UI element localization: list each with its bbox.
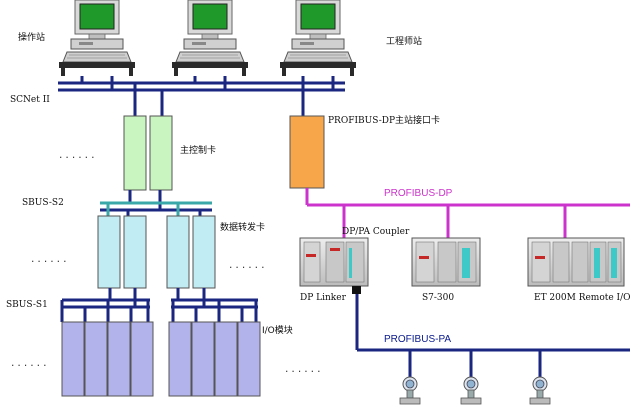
profibus-pa-label: PROFIBUS-PA bbox=[384, 334, 451, 345]
s7-300-device bbox=[411, 237, 481, 287]
profibus-dp-label: PROFIBUS-DP bbox=[384, 188, 453, 199]
dp-pa-coupler-label: DP/PA Coupler bbox=[342, 227, 410, 237]
field-transmitter-2 bbox=[460, 376, 482, 405]
engineer-station bbox=[279, 0, 357, 77]
ellipsis-1: ...... bbox=[58, 151, 97, 161]
profibus-dp-bus bbox=[305, 188, 630, 238]
sbus-s2-bus bbox=[100, 190, 212, 216]
io-module-label: I/O模块 bbox=[262, 324, 293, 336]
field-transmitter-3 bbox=[529, 376, 551, 405]
dp-linker-label: DP Linker bbox=[300, 293, 347, 303]
profibus-dp-master-card-label: PROFIBUS-DP主站接口卡 bbox=[328, 114, 440, 126]
ellipsis-2: ...... bbox=[30, 255, 69, 265]
ellipsis-4: ...... bbox=[10, 359, 49, 369]
main-control-card-label: 主控制卡 bbox=[180, 144, 216, 156]
field-transmitter-1 bbox=[399, 376, 421, 405]
operator-station-middle bbox=[171, 0, 249, 77]
et200m-label: ET 200M Remote I/O bbox=[534, 293, 631, 303]
data-forward-card-label: 数据转发卡 bbox=[220, 221, 265, 233]
operator-station-label: 操作站 bbox=[18, 31, 45, 43]
io-modules bbox=[61, 321, 261, 397]
scnet-label: SCNet II bbox=[10, 95, 50, 105]
main-control-cards bbox=[123, 115, 173, 191]
et200m-device bbox=[527, 237, 625, 287]
profibus-pa-bus bbox=[355, 294, 630, 377]
sbus-s1-label: SBUS-S1 bbox=[6, 300, 48, 310]
sbus-s1-bus bbox=[60, 288, 258, 322]
scnet-bus bbox=[58, 76, 345, 116]
ellipsis-5: ...... bbox=[284, 365, 323, 375]
dp-linker-device bbox=[299, 237, 369, 294]
ellipsis-3: ...... bbox=[228, 261, 267, 271]
data-forward-cards bbox=[97, 215, 216, 289]
sbus-s2-label: SBUS-S2 bbox=[22, 198, 64, 208]
operator-station-left bbox=[58, 0, 136, 77]
profibus-dp-master-card bbox=[289, 115, 325, 189]
engineer-station-label: 工程师站 bbox=[386, 35, 422, 47]
s7-300-label: S7-300 bbox=[422, 293, 454, 303]
